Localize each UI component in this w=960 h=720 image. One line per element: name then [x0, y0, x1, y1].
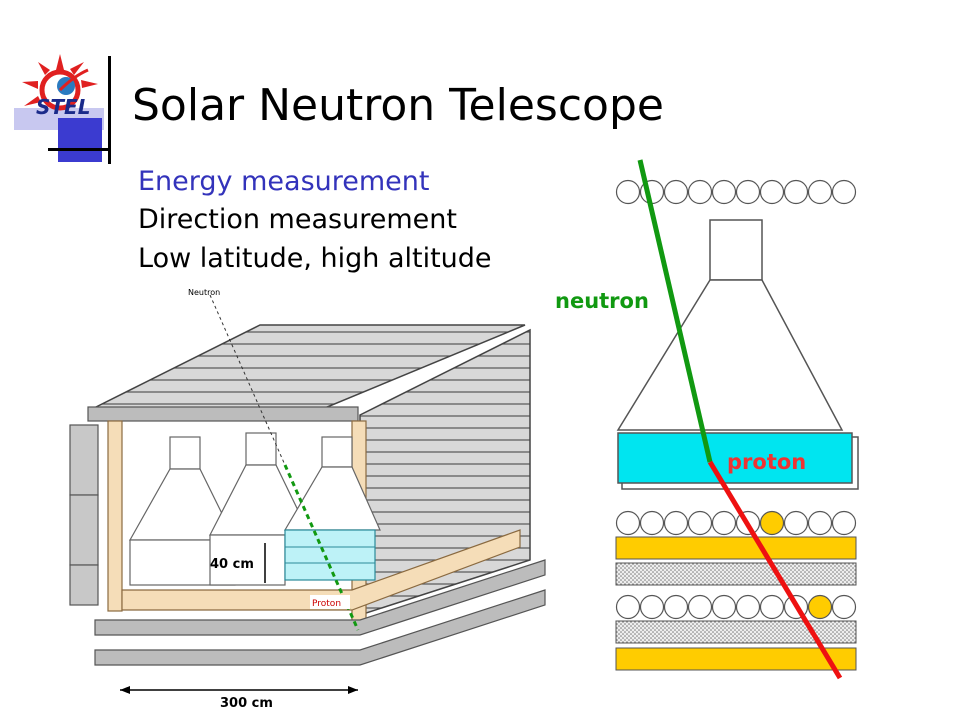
proportional-counter-tube	[759, 594, 785, 620]
detector-schematic	[615, 159, 859, 680]
light-guide-cone	[616, 279, 844, 431]
proportional-counter-tube	[831, 594, 857, 620]
proportional-counter-tube	[687, 594, 713, 620]
proportional-counter-tube	[831, 510, 857, 536]
proportional-counter-tube	[759, 179, 785, 205]
proportional-counter-tube	[831, 179, 857, 205]
shield-layer	[615, 562, 857, 586]
proportional-counter-tube	[687, 179, 713, 205]
neutron-track	[637, 159, 713, 463]
front-top-beam	[87, 406, 359, 422]
plastic-scintillator	[617, 432, 853, 484]
bullet-location: Low latitude, high altitude	[138, 243, 492, 274]
lower-shelves	[94, 559, 546, 666]
logo-text: STEL	[36, 95, 90, 119]
bullet-direction-measurement: Direction measurement	[138, 204, 457, 235]
proportional-counter-tube	[663, 510, 689, 536]
proportional-counter-tube	[735, 594, 761, 620]
neutron-label-small: Neutron	[188, 288, 220, 297]
proportional-counter-tube	[615, 594, 641, 620]
proportional-counter-tube	[615, 510, 641, 536]
proportional-counter-tube	[711, 179, 737, 205]
lead-plate	[615, 647, 857, 671]
proportional-counter-tube	[663, 594, 689, 620]
proportional-counter-tube	[783, 510, 809, 536]
wooden-base	[121, 529, 521, 611]
shield-layer	[615, 620, 857, 644]
proton-track-label: proton	[727, 450, 807, 474]
header-vertical-line	[108, 56, 111, 164]
bullet-energy-measurement: Energy measurement	[138, 166, 430, 197]
sun-logo-icon: STEL	[22, 54, 98, 119]
proportional-counter-tube	[807, 179, 833, 205]
width-dimension-label: 300 cm	[220, 696, 273, 711]
hit-proportional-counter	[759, 510, 785, 536]
detector-isometric-drawing: 40 cm 300 cm Neutron Proton	[69, 288, 546, 711]
proportional-counter-tube	[711, 594, 737, 620]
proportional-counter-tube	[639, 510, 665, 536]
left-shielding-blocks	[69, 424, 99, 606]
proportional-counter-tube	[807, 510, 833, 536]
proton-track	[707, 460, 843, 680]
proportional-counter-tube	[615, 179, 641, 205]
proportional-counter-tube	[783, 179, 809, 205]
stel-logo: STEL	[14, 48, 106, 132]
photomultiplier-modules	[128, 432, 381, 586]
neutron-track-label: neutron	[555, 289, 649, 313]
proton-path-dashed	[283, 464, 360, 631]
proportional-counter-tube	[639, 594, 665, 620]
proportional-counter-tube	[711, 510, 737, 536]
page-title: Solar Neutron Telescope	[132, 80, 664, 131]
neutron-path-dashed	[209, 294, 286, 466]
proportional-counter-tube	[687, 510, 713, 536]
scintillator-block	[284, 529, 376, 581]
proportional-counter-tube	[735, 179, 761, 205]
hit-proportional-counter	[807, 594, 833, 620]
lead-plate	[615, 536, 857, 560]
photomultiplier-tube	[709, 219, 763, 281]
proportional-counter-tube	[663, 179, 689, 205]
proton-label-small: Proton	[312, 599, 341, 609]
height-dimension-label: 40 cm	[210, 557, 254, 572]
header-accent-bar-blue	[58, 118, 102, 162]
header-divider-line	[48, 148, 110, 151]
